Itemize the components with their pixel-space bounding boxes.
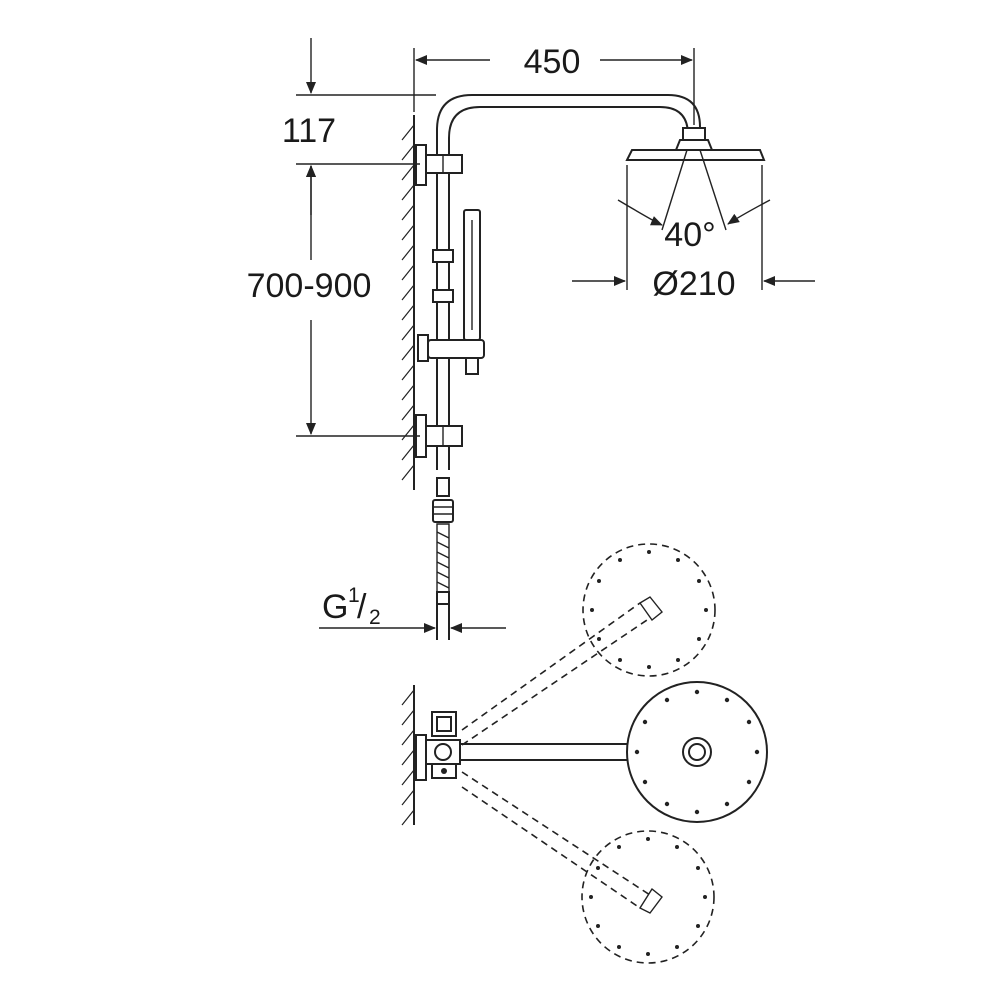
plan-view xyxy=(401,543,768,964)
head-diameter-label: Ø210 xyxy=(652,265,735,303)
dimension-diameter: Ø210 xyxy=(572,265,815,303)
hand-shower-holder xyxy=(417,334,485,375)
dimension-450: 450 xyxy=(413,43,695,125)
arm-length-label: 450 xyxy=(524,43,581,81)
dimension-connection: G 1 / 2 xyxy=(319,584,506,633)
elevation-view: 450 117 700-900 40° Ø210 xyxy=(247,38,815,640)
rail-ports xyxy=(432,249,454,303)
plan-bracket xyxy=(415,711,461,781)
dimension-700-900: 700-900 xyxy=(247,165,420,437)
fraction-slash: / xyxy=(357,588,367,626)
arm-center-position xyxy=(460,681,768,823)
overhead-shower-head xyxy=(625,127,766,161)
connection-fraction-numerator: 1 xyxy=(348,584,360,607)
head-nozzle-dots-center xyxy=(634,689,760,815)
top-height-label: 117 xyxy=(282,112,336,150)
dimension-117: 117 xyxy=(282,38,436,215)
spray-angle-indicator xyxy=(617,149,771,290)
connection-fraction-denominator: 2 xyxy=(369,606,381,629)
head-nozzle-dots-up xyxy=(590,550,708,669)
riser-pipe xyxy=(436,94,701,470)
hand-shower xyxy=(463,209,481,341)
wall-bracket-bottom xyxy=(415,414,463,458)
rail-height-label: 700-900 xyxy=(247,267,372,305)
supply-connector xyxy=(432,477,454,640)
wall-bracket-top xyxy=(415,144,463,186)
wall-hatch-lower xyxy=(401,685,415,826)
arm-rotated-up xyxy=(461,543,716,746)
head-nozzle-dots-down xyxy=(589,837,707,956)
spray-angle-label: 40° xyxy=(664,216,715,254)
wall-hatch-upper xyxy=(401,115,415,490)
connection-thread-label: G xyxy=(322,588,348,626)
arm-rotated-down xyxy=(461,771,715,964)
